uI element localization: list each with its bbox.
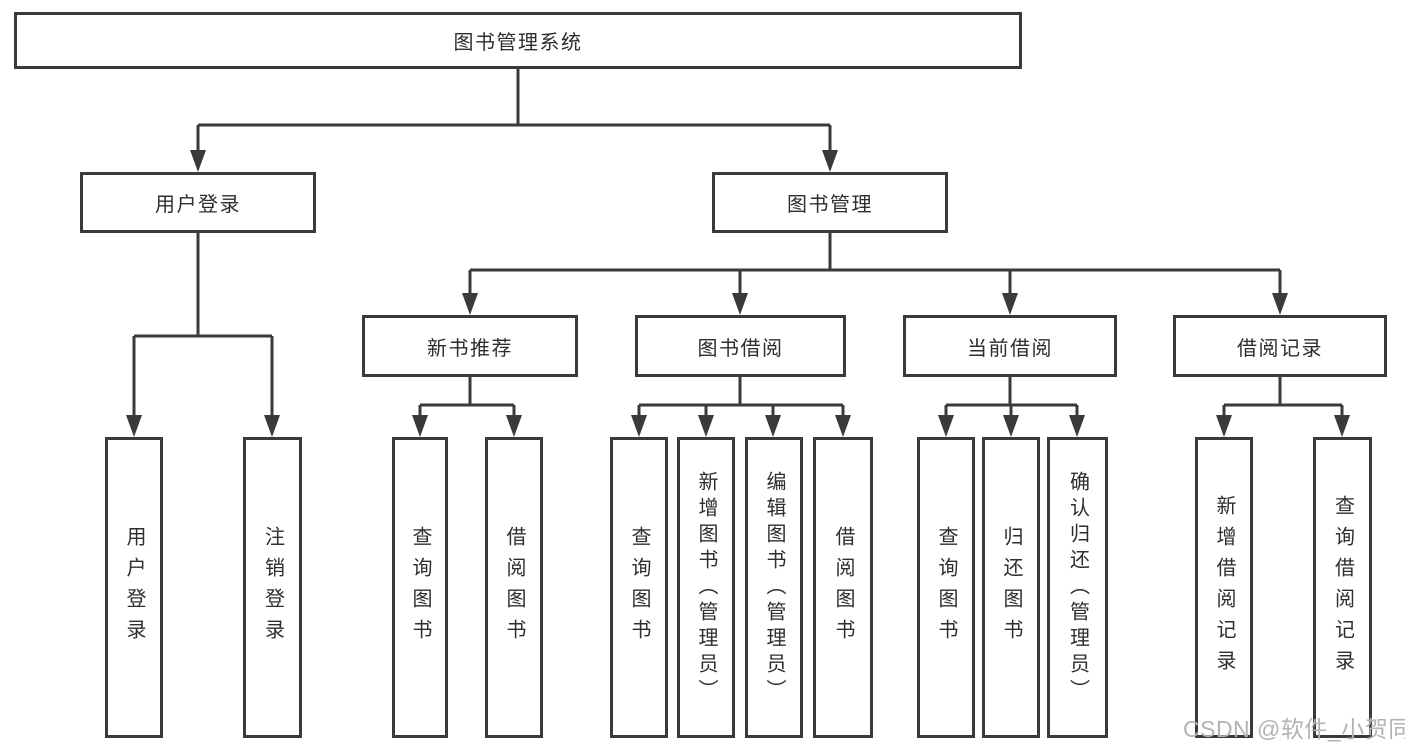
leaf-bb-add-books-admin: 新增图书（管理员） — [677, 437, 735, 738]
node-label: 借阅记录 — [1237, 337, 1323, 360]
leaf-br-add-record: 新增借阅记录 — [1195, 437, 1253, 738]
leaf-nb-borrow-books: 借阅图书 — [485, 437, 543, 738]
node-label: 归还图书 — [1000, 525, 1022, 650]
leaf-cb-confirm-return-admin: 确认归还（管理员） — [1047, 437, 1108, 738]
connector-book-mgmt — [462, 233, 1288, 315]
node-label: 新增图书（管理员） — [695, 470, 717, 705]
leaf-logout: 注销登录 — [243, 437, 302, 738]
node-current-borrow: 当前借阅 — [903, 315, 1117, 377]
connector-new-book-rec — [412, 377, 522, 437]
node-label: 用户登录 — [123, 525, 145, 650]
leaf-bb-edit-books-admin: 编辑图书（管理员） — [745, 437, 803, 738]
leaf-bb-borrow-books: 借阅图书 — [813, 437, 873, 738]
node-label: 新增借阅记录 — [1213, 494, 1235, 681]
node-label: 借阅图书 — [832, 525, 854, 650]
node-label: 借阅图书 — [503, 525, 525, 650]
node-label: 编辑图书（管理员） — [763, 470, 785, 705]
node-label: 查询图书 — [628, 525, 650, 650]
node-root: 图书管理系统 — [14, 12, 1022, 69]
node-label: 查询图书 — [409, 525, 431, 650]
node-label: 图书管理 — [787, 194, 873, 216]
node-user-login: 用户登录 — [80, 172, 316, 233]
connector-borrow-records — [1216, 377, 1350, 437]
node-label: 查询借阅记录 — [1331, 494, 1354, 681]
leaf-user-login: 用户登录 — [105, 437, 163, 738]
node-label: 图书管理系统 — [453, 32, 583, 54]
node-label: 用户登录 — [155, 194, 241, 216]
leaf-cb-query-books: 查询图书 — [917, 437, 975, 738]
node-new-book-rec: 新书推荐 — [362, 315, 578, 377]
watermark-text: CSDN @软件_小贺同学 — [1183, 716, 1405, 742]
connector-root — [190, 68, 838, 172]
node-book-mgmt: 图书管理 — [712, 172, 948, 233]
connector-current-borrow — [938, 377, 1085, 437]
node-label: 注销登录 — [261, 525, 284, 650]
leaf-bb-query-books: 查询图书 — [610, 437, 668, 738]
leaf-cb-return-books: 归还图书 — [982, 437, 1040, 738]
node-label: 确认归还（管理员） — [1066, 470, 1089, 705]
node-label: 新书推荐 — [427, 337, 513, 360]
node-book-borrow: 图书借阅 — [635, 315, 846, 377]
node-label: 当前借阅 — [967, 337, 1053, 360]
node-label: 图书借阅 — [697, 337, 784, 360]
leaf-nb-query-books: 查询图书 — [392, 437, 448, 738]
node-borrow-records: 借阅记录 — [1173, 315, 1387, 377]
connector-user-login — [126, 233, 280, 437]
node-label: 查询图书 — [935, 525, 957, 650]
connector-book-borrow — [631, 377, 851, 437]
leaf-br-query-record: 查询借阅记录 — [1313, 437, 1372, 738]
